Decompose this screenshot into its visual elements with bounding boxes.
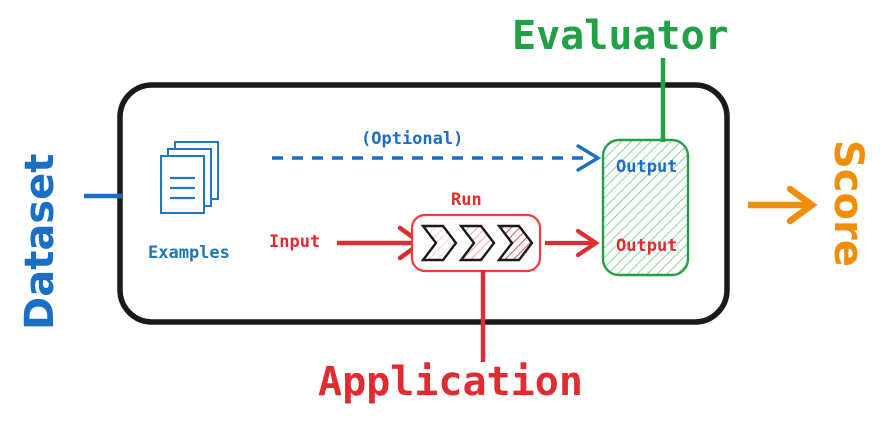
evaluator-label: Evaluator [512,13,729,59]
output-expected-label: Output [616,157,678,177]
chevron-2 [458,224,496,262]
dataset-label: Dataset [17,153,63,330]
output-box [601,138,690,277]
run-to-output-arrow [545,228,600,258]
score-label: Score [825,140,871,267]
input-arrow [337,225,425,261]
output-actual-label: Output [616,236,678,256]
chevron-1 [420,224,458,262]
optional-label: (Optional) [361,129,464,149]
documents-stack-icon [160,141,219,214]
score-arrow [748,185,818,225]
chevron-pipeline [420,224,534,262]
run-label: Run [451,190,482,210]
evaluation-container [117,82,730,325]
chevron-3 [496,224,534,262]
input-label: Input [269,232,321,252]
examples-label: Examples [148,243,230,263]
application-label: Application [318,359,583,405]
optional-arrow [272,144,602,172]
